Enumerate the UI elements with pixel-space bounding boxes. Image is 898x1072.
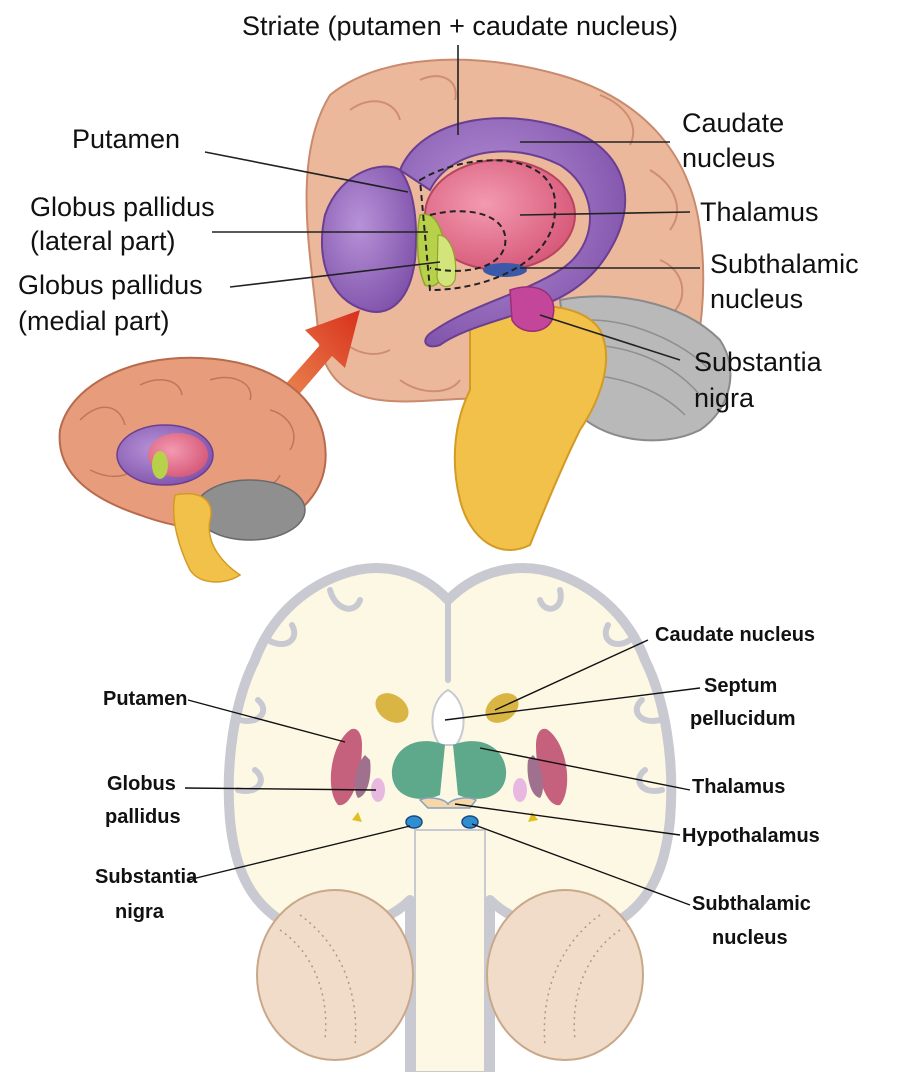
zoomed-brainstem [453, 305, 608, 551]
label-substantia-line1: Substantia [694, 347, 823, 377]
label-subthalamic-line2: nucleus [710, 284, 803, 314]
label-bottom-globus-line1: Globus [107, 773, 176, 795]
section-caudate-left [375, 693, 409, 723]
zoomed-putamen [321, 165, 418, 313]
label-striate: Striate (putamen + caudate nucleus) [242, 11, 678, 41]
section-globus-right [513, 778, 527, 802]
label-bottom-putamen: Putamen [103, 688, 187, 710]
label-caudate-line2: nucleus [682, 143, 775, 173]
section-thalamus-right [453, 741, 507, 799]
label-gp-lateral-line2: (lateral part) [30, 226, 176, 256]
label-gp-lateral-line1: Globus pallidus [30, 192, 215, 222]
section-putamen-left [330, 728, 362, 806]
label-caudate-line1: Caudate [682, 108, 784, 138]
zoomed-subthalamic-nucleus [483, 263, 527, 277]
bottom-labels: Caudate nucleus Septum pellucidum Putame… [95, 624, 820, 949]
section-globus-left [371, 778, 385, 802]
section-substantia-left [405, 815, 423, 829]
coronal-section [223, 563, 677, 1072]
cortex-gyri [334, 75, 684, 393]
label-bottom-thalamus: Thalamus [692, 776, 785, 798]
label-bottom-substantia-line1: Substantia [95, 866, 198, 888]
section-outline [223, 563, 677, 1072]
label-bottom-subthalamic-line1: Subthalamic [692, 893, 811, 915]
label-bottom-substantia-line2: nigra [115, 901, 165, 923]
label-subthalamic-line1: Subthalamic [710, 249, 859, 279]
label-gp-medial-line1: Globus pallidus [18, 270, 203, 300]
top-leader-lines [204, 45, 700, 361]
section-thalamus-left [391, 741, 445, 799]
section-putamen-right [536, 728, 568, 806]
label-bottom-septum-line2: pellucidum [690, 708, 796, 730]
label-substantia-line2: nigra [694, 383, 755, 413]
zoomed-globus-pallidus-medial [436, 234, 457, 288]
label-bottom-caudate: Caudate nucleus [655, 624, 815, 646]
section-substantia-right [461, 815, 479, 829]
zoomed-substantia-nigra [509, 286, 555, 332]
label-bottom-septum-line1: Septum [704, 675, 777, 697]
section-caudate-right [485, 693, 519, 723]
bottom-leader-lines [184, 639, 701, 906]
top-brain-illustration [58, 58, 732, 583]
label-bottom-subthalamic-line2: nucleus [712, 927, 788, 949]
label-gp-medial-line2: (medial part) [18, 306, 170, 336]
dashed-outline [418, 159, 557, 292]
small-whole-brain [58, 356, 327, 583]
section-cerebellum-left [256, 889, 414, 1061]
zoomed-cerebellum [558, 295, 732, 442]
label-thalamus: Thalamus [700, 197, 819, 227]
label-bottom-globus-line2: pallidus [105, 806, 181, 828]
section-cerebellum-right [486, 889, 644, 1061]
zoomed-caudate-nucleus [398, 117, 627, 348]
top-labels: Striate (putamen + caudate nucleus) Puta… [18, 11, 859, 413]
label-putamen: Putamen [72, 124, 180, 154]
label-bottom-hypothalamus: Hypothalamus [682, 825, 820, 847]
